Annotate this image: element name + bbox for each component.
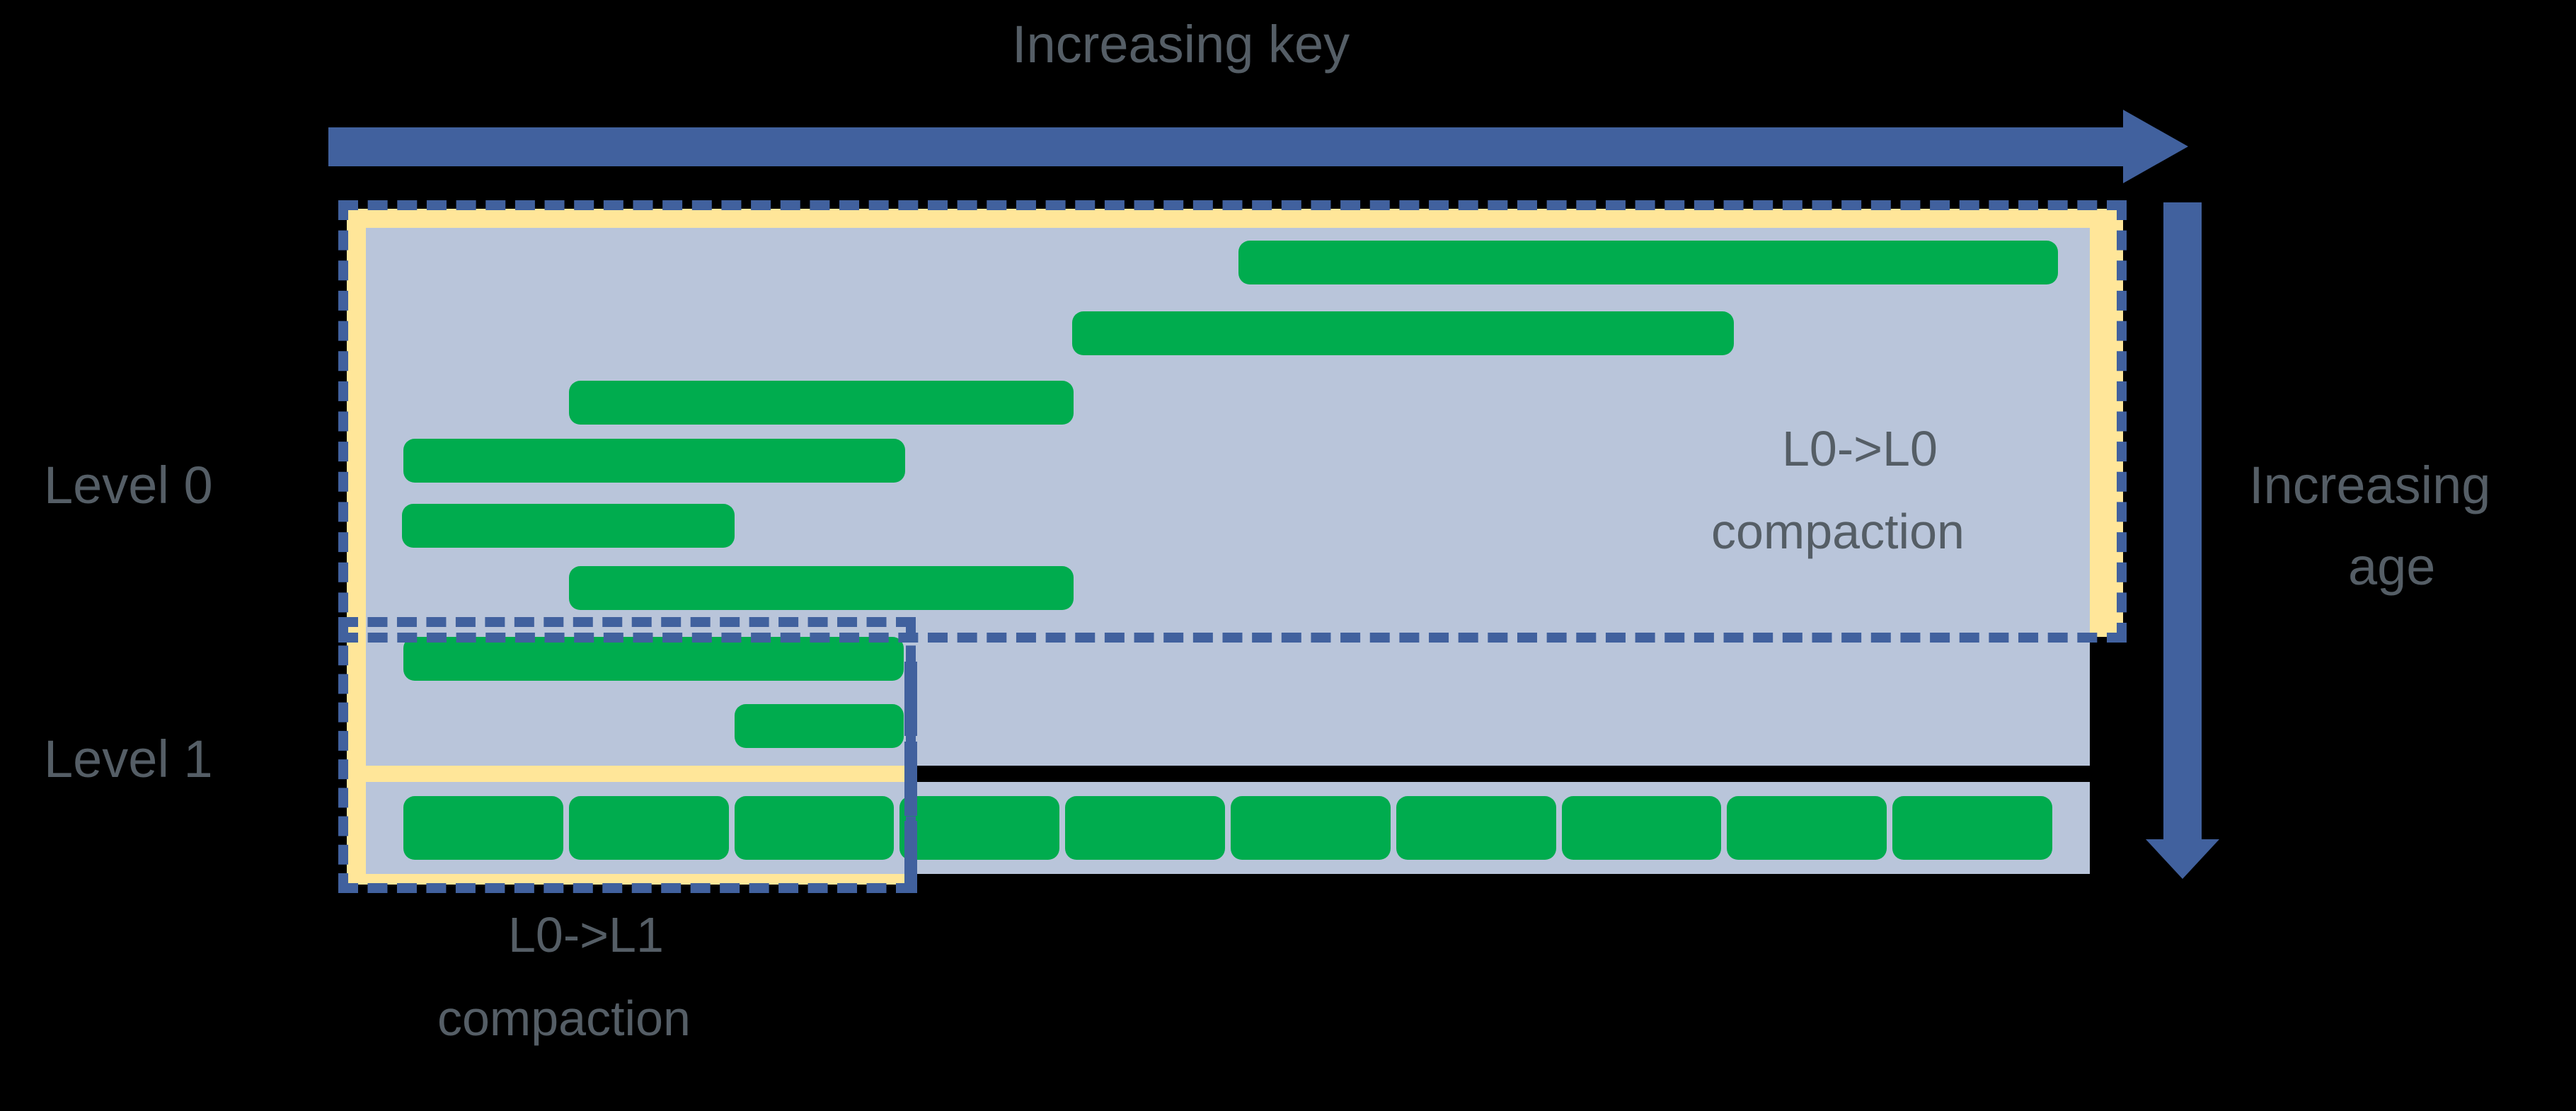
l0-l1-compaction-label-line2: compaction (437, 991, 691, 1046)
sstable-l1-9 (1727, 796, 1887, 860)
sstable-l0-1 (1238, 241, 2058, 284)
sstable-l1-2 (568, 796, 729, 860)
level0-label: Level 0 (44, 456, 213, 514)
sstable-l0-8 (735, 704, 904, 748)
l0-l0-compaction-label-line2: compaction (1711, 504, 1965, 559)
sstable-l1-8 (1561, 796, 1722, 860)
l0-l1-right-marker-2 (904, 742, 917, 816)
sstable-l1-10 (1892, 796, 2052, 860)
sstable-l1-3 (734, 796, 895, 860)
sstable-l1-1 (403, 796, 563, 860)
sstable-l0-4 (403, 439, 905, 483)
sstable-l0-6 (569, 566, 1074, 610)
sstable-l1-6 (1231, 796, 1391, 860)
level1-sstable-row (403, 796, 2052, 860)
l0-l1-compaction-label-line1: L0->L1 (508, 907, 664, 962)
increasing-age-label-line1: Increasing (2249, 456, 2491, 514)
l0-l0-compaction-label-line1: L0->L0 (1782, 421, 1938, 476)
sstable-l1-5 (1065, 796, 1225, 860)
increasing-age-label-line2: age (2348, 537, 2436, 596)
sstable-l0-5 (402, 504, 735, 548)
l0-l1-right-marker-1 (904, 662, 917, 736)
l0-l1-right-marker-3 (904, 821, 917, 893)
l0-l1-compaction-outline (338, 617, 916, 893)
increasing-key-arrow-head (2123, 110, 2188, 183)
increasing-key-arrow-shaft (328, 127, 2123, 166)
sstable-l1-4 (899, 796, 1060, 860)
sstable-l0-2 (1072, 311, 1734, 355)
increasing-age-arrow-shaft (2163, 202, 2202, 839)
increasing-age-arrow-head (2146, 839, 2219, 879)
increasing-key-label: Increasing key (1012, 15, 1350, 74)
sstable-l0-3 (569, 381, 1074, 425)
sstable-l0-7 (403, 637, 904, 681)
sstable-l1-7 (1396, 796, 1556, 860)
level-separator-rule (906, 766, 2090, 782)
level1-label: Level 1 (44, 730, 213, 788)
l0-l0-compaction-outline (338, 200, 2127, 643)
